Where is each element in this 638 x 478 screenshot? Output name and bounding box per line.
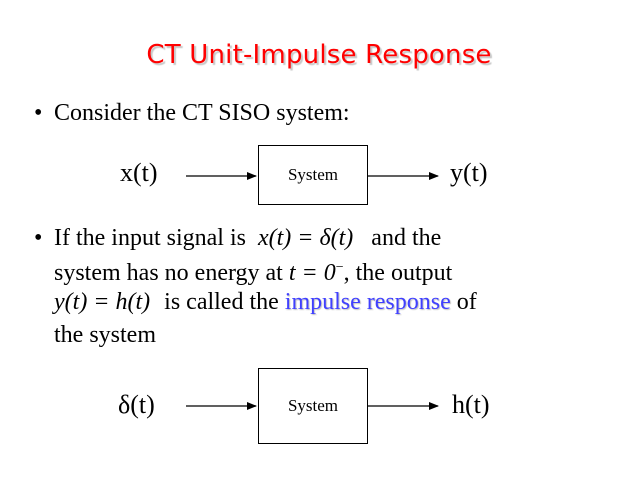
bullet2-line3-suffix: of: [456, 289, 477, 315]
diagram2-input-label: δ(t): [118, 390, 155, 419]
bullet-dot: •: [34, 100, 43, 126]
diagram1-system-label: System: [287, 165, 339, 184]
bullet2-line1-suffix: and the: [371, 225, 442, 251]
bullet-input-line2: system has no energy at t = 0−, the outp…: [54, 253, 452, 288]
bullet2-line2-prefix: system has no energy at: [54, 260, 283, 286]
bullet-input-line1: • If the input signal is x(t) = δ(t) and…: [34, 223, 442, 253]
diagram1-output-label: y(t): [450, 158, 488, 187]
slide-title: CT Unit-Impulse Response: [146, 40, 492, 70]
equation-input-delta: x(t) = δ(t): [257, 225, 354, 251]
bullet-input-line3: y(t) = h(t) is called the impulse respon…: [54, 287, 477, 317]
bullet2-line3-mid: is called the: [164, 289, 279, 315]
diagram1-input-label: x(t): [120, 158, 158, 187]
bullet-input-line4: the system: [54, 322, 156, 348]
bullet-consider-text: Consider the CT SISO system:: [54, 100, 350, 126]
equation-time-zero: t = 0: [288, 260, 336, 286]
diagram2-system-block: System: [258, 368, 368, 444]
diagram2-output-label: h(t): [452, 390, 490, 419]
bullet-consider: • Consider the CT SISO system:: [34, 98, 350, 128]
diagram2-system-label: System: [287, 396, 339, 415]
bullet2-line2-suffix: , the output: [343, 260, 453, 286]
equation-output-h: y(t) = h(t): [54, 289, 151, 315]
bullet-dot: •: [34, 225, 43, 251]
diagram1-system-block: System: [258, 145, 368, 205]
bullet2-line1-prefix: If the input signal is: [54, 225, 246, 251]
superscript-minus: −: [335, 260, 344, 275]
impulse-response-highlight: impulse response: [284, 289, 451, 315]
